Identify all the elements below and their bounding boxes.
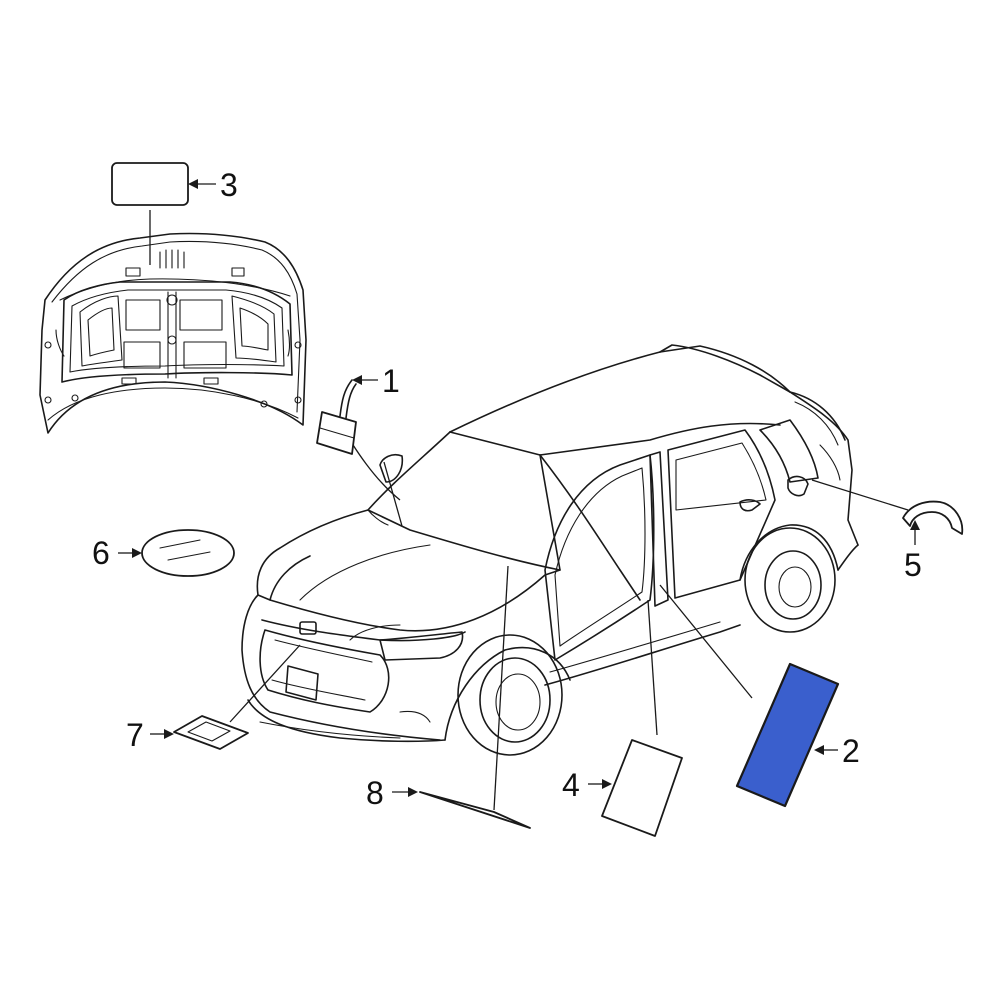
callout-2: 2 xyxy=(842,733,860,769)
callout-3: 3 xyxy=(220,167,238,203)
vehicle-body xyxy=(241,344,859,756)
part-3-label[interactable] xyxy=(111,162,189,206)
hood-assembly xyxy=(39,232,307,434)
callout-numbers: 3 1 6 5 7 2 4 8 xyxy=(92,167,922,811)
part-4-label[interactable] xyxy=(601,739,683,837)
callout-1: 1 xyxy=(382,363,400,399)
part-1-label[interactable] xyxy=(316,379,357,455)
callout-5: 5 xyxy=(904,547,922,583)
part-2-label-highlighted[interactable] xyxy=(735,662,840,808)
callout-4: 4 xyxy=(562,767,580,803)
callout-6: 6 xyxy=(92,535,110,571)
callout-7: 7 xyxy=(126,717,144,753)
part-8-label[interactable] xyxy=(419,791,531,829)
part-5-label[interactable] xyxy=(902,500,964,535)
callout-8: 8 xyxy=(366,775,384,811)
callout-arrows xyxy=(118,179,920,797)
part-7-label[interactable] xyxy=(173,715,249,750)
part-6-label[interactable] xyxy=(141,529,235,577)
